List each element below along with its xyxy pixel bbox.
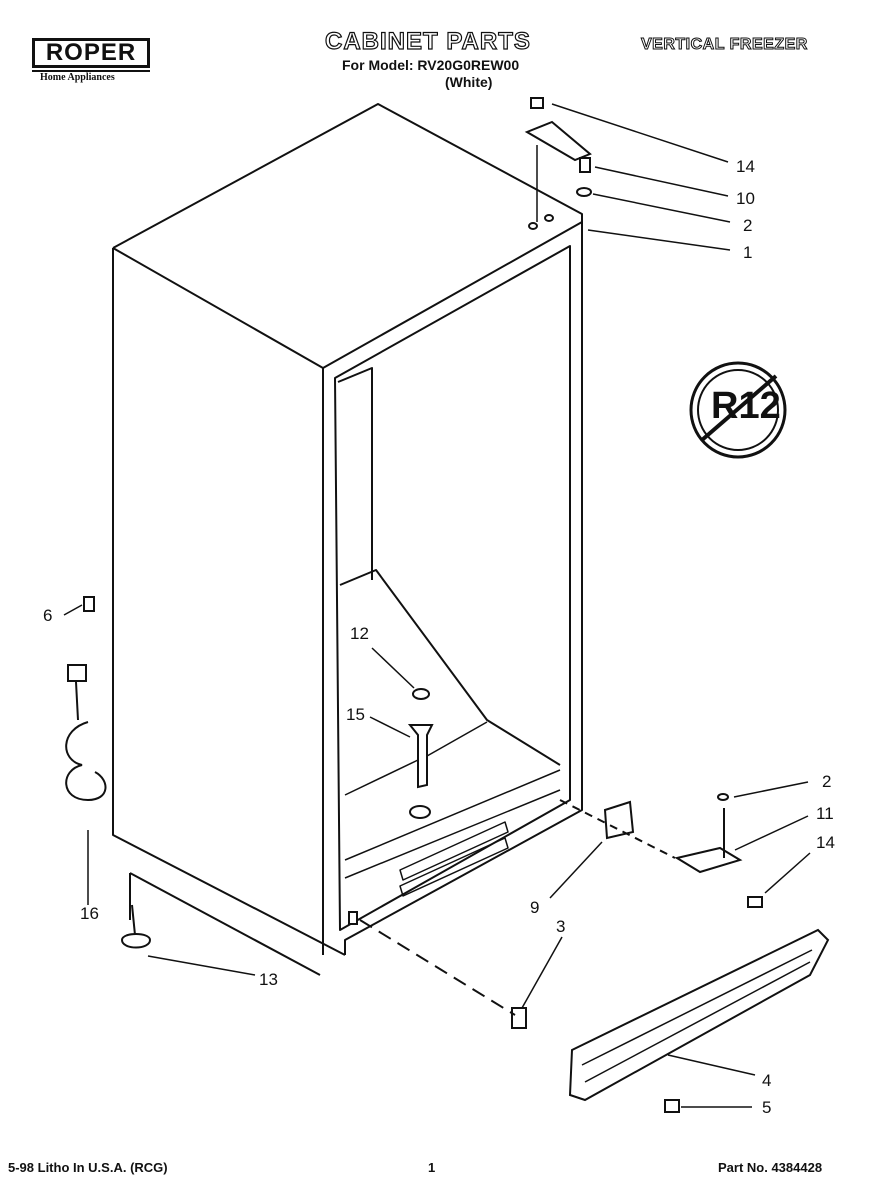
model-color: (White) <box>445 74 493 90</box>
brand-subtitle: Home Appliances <box>40 72 115 83</box>
hinge-hole-2 <box>544 214 554 222</box>
toe-grille <box>568 928 830 1102</box>
callout-15: 15 <box>346 705 365 724</box>
cabinet-outline <box>112 103 583 955</box>
grille-ridge-1 <box>581 949 813 1066</box>
inner-back-line <box>419 721 488 761</box>
leader-3 <box>521 936 563 1009</box>
leader-4 <box>667 1054 756 1076</box>
callout-2-bottom: 2 <box>822 772 832 791</box>
leader-2-top <box>592 193 731 223</box>
floor-drain-hole <box>409 805 431 819</box>
callout-3: 3 <box>556 917 566 936</box>
grille-dash-line <box>359 919 516 1016</box>
cabinet-left-side <box>112 248 346 956</box>
inner-bottom-edge <box>344 769 561 861</box>
callout-12: 12 <box>350 624 369 643</box>
callout-11: 11 <box>816 804 834 823</box>
callout-9: 9 <box>530 898 540 917</box>
power-cord <box>65 681 107 802</box>
vent-slot-upper <box>399 821 509 881</box>
r12-badge <box>689 361 787 459</box>
appliance-category: VERTICAL FREEZER <box>641 36 808 54</box>
footer-part-number: Part No. 4384428 <box>718 1160 823 1175</box>
callout-1: 1 <box>743 243 753 262</box>
top-hinge-screw <box>530 97 544 109</box>
brand-logo: ROPER <box>45 39 137 66</box>
top-washer <box>576 187 592 197</box>
footer-print-info: 5-98 Litho In U.S.A. (RCG) <box>8 1160 168 1175</box>
lower-hinge-screw <box>747 896 763 908</box>
leader-11 <box>734 815 809 851</box>
leader-9 <box>549 841 603 899</box>
door-opening <box>334 245 571 931</box>
callout-13: 13 <box>259 970 278 989</box>
lower-washer <box>717 793 729 801</box>
grille-ridge-2 <box>584 961 811 1083</box>
callout-14-top: 14 <box>736 157 755 176</box>
leader-14-bottom <box>764 852 811 894</box>
hinge-dash-line <box>559 799 676 859</box>
top-hinge-bracket <box>524 120 592 162</box>
part-6-clip <box>83 596 95 612</box>
hinge-hole <box>528 222 538 230</box>
top-hinge-pin <box>579 157 591 173</box>
callout-5: 5 <box>762 1098 772 1117</box>
model-line: For Model: RV20G0REW00 <box>342 57 520 73</box>
grille-screw <box>664 1099 680 1113</box>
logo-rule <box>32 70 150 72</box>
inner-bottom-edge-2 <box>344 789 561 879</box>
leader-15 <box>369 716 411 738</box>
leveling-leg <box>120 904 152 949</box>
callout-14-bottom: 14 <box>816 833 835 852</box>
r12-badge-text: R12 <box>711 385 781 427</box>
leader-14-top <box>551 103 729 163</box>
leader-6 <box>63 604 83 616</box>
leader-12 <box>371 647 415 689</box>
vent-slot-lower <box>399 837 509 897</box>
leader-1 <box>587 229 731 251</box>
power-plug <box>67 664 87 682</box>
callout-2-top: 2 <box>743 216 753 235</box>
grille-clip <box>511 1007 527 1029</box>
clip-slot <box>348 911 358 925</box>
callout-10: 10 <box>736 189 755 208</box>
inner-floor-edge <box>339 569 561 766</box>
cabinet-top-edge <box>112 221 583 369</box>
leader-10 <box>594 166 729 197</box>
leader-13 <box>147 955 256 976</box>
base-line <box>129 872 321 976</box>
callout-4: 4 <box>762 1071 772 1090</box>
lower-hinge-bracket <box>674 846 743 874</box>
brand-logo-box <box>32 38 150 68</box>
hinge-plate <box>603 800 635 840</box>
drain-tube <box>407 724 434 789</box>
page-title: CABINET PARTS <box>324 27 531 55</box>
inner-shelf-line <box>344 759 419 796</box>
drain-plug <box>412 688 430 700</box>
callout-6: 6 <box>43 606 53 625</box>
leader-2-bottom <box>733 781 809 798</box>
inner-top-left <box>337 367 373 580</box>
callout-16: 16 <box>80 904 99 923</box>
footer-page-number: 1 <box>428 1160 436 1175</box>
